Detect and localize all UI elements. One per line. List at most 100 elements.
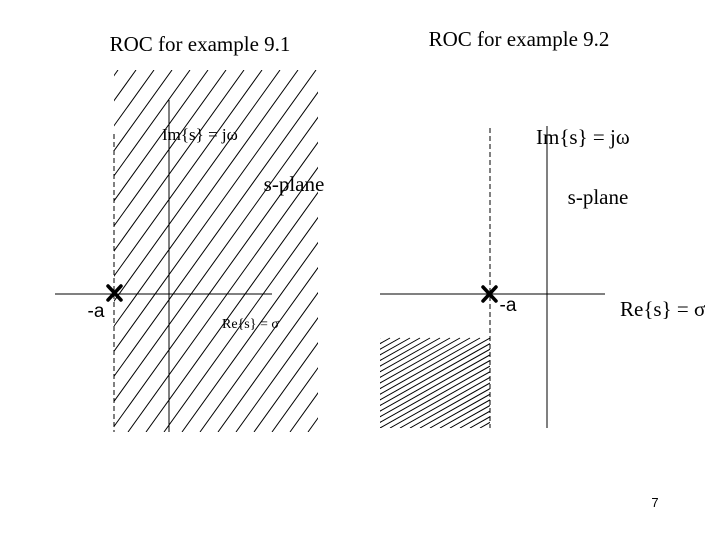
hatch-line bbox=[120, 338, 280, 428]
hatch-line bbox=[190, 338, 350, 428]
hatch-line bbox=[668, 70, 720, 432]
hatch-line bbox=[686, 70, 720, 432]
example1-pole-cross-icon bbox=[106, 284, 123, 302]
hatch-line bbox=[114, 70, 299, 328]
hatch-line bbox=[114, 70, 191, 177]
hatch-line bbox=[114, 70, 119, 77]
example1-pole-label: -a bbox=[88, 301, 105, 322]
hatch-line bbox=[307, 417, 318, 432]
hatch-line bbox=[630, 338, 720, 428]
hatch-line bbox=[0, 338, 140, 428]
hatch-line bbox=[614, 70, 720, 432]
hatch-line bbox=[550, 338, 710, 428]
hatch-line bbox=[700, 338, 720, 428]
hatch-line bbox=[489, 427, 490, 428]
hatch-line bbox=[380, 337, 441, 373]
hatch-line bbox=[380, 337, 431, 367]
hatch-line bbox=[217, 291, 318, 432]
hatch-line bbox=[380, 337, 411, 356]
hatch-line bbox=[479, 421, 490, 428]
example2-imag-axis-label: Im{s} = jω bbox=[536, 125, 630, 149]
hatch-line bbox=[632, 70, 720, 432]
hatch-line bbox=[114, 70, 281, 302]
hatch-line bbox=[20, 338, 180, 428]
hatch-line bbox=[114, 70, 209, 202]
hatch-line bbox=[210, 338, 370, 428]
hatch-line bbox=[459, 410, 490, 428]
hatch-line bbox=[380, 338, 381, 339]
hatch-line bbox=[110, 338, 270, 428]
hatch-line bbox=[560, 338, 720, 428]
hatch-line bbox=[114, 70, 173, 152]
hatch-line bbox=[500, 338, 660, 428]
hatch-line bbox=[380, 348, 490, 412]
hatch-line bbox=[181, 241, 318, 432]
hatch-line bbox=[380, 365, 490, 428]
hatch-line bbox=[660, 338, 720, 428]
hatch-line bbox=[380, 337, 490, 401]
hatch-line bbox=[570, 338, 720, 428]
hatch-line bbox=[710, 338, 720, 428]
hatch-line bbox=[670, 338, 720, 428]
hatch-line bbox=[380, 337, 461, 384]
hatch-line bbox=[380, 337, 391, 345]
hatch-line bbox=[199, 266, 318, 432]
hatch-line bbox=[0, 70, 82, 432]
hatch-line bbox=[114, 141, 318, 428]
hatch-line bbox=[690, 338, 720, 428]
hatch-line bbox=[10, 338, 170, 428]
hatch-line bbox=[163, 216, 318, 432]
hatch-line bbox=[114, 70, 317, 353]
hatch-line bbox=[80, 338, 240, 428]
page-number: 7 bbox=[651, 495, 658, 510]
hatch-line bbox=[600, 338, 720, 428]
hatch-line bbox=[30, 338, 190, 428]
hatch-line bbox=[704, 70, 720, 432]
hatch-line bbox=[253, 342, 318, 432]
hatch-line bbox=[380, 337, 481, 395]
hatch-line bbox=[620, 338, 720, 428]
hatch-line bbox=[271, 367, 318, 432]
hatch-line bbox=[114, 116, 318, 403]
example2-real-axis-label: Re{s} = σ bbox=[620, 297, 705, 321]
example1-roc-hatch bbox=[0, 70, 720, 432]
hatch-line bbox=[650, 338, 720, 428]
example1-plane-label: s-plane bbox=[264, 172, 325, 196]
hatch-line bbox=[0, 70, 64, 432]
hatch-line bbox=[399, 376, 490, 428]
hatch-line bbox=[510, 338, 670, 428]
hatch-line bbox=[530, 338, 690, 428]
hatch-line bbox=[114, 70, 227, 227]
example1-diagram: ROC for example 9.1 -a Im{s} = jω s-plan… bbox=[0, 32, 720, 432]
hatch-line bbox=[610, 338, 720, 428]
example2-plane-label: s-plane bbox=[568, 185, 629, 209]
example1-imag-axis-label: Im{s} = jω bbox=[162, 125, 238, 144]
hatch-line bbox=[540, 338, 700, 428]
hatch-line bbox=[380, 359, 490, 423]
hatch-line bbox=[127, 166, 318, 432]
hatch-line bbox=[0, 70, 100, 432]
example2-roc-hatch bbox=[0, 337, 720, 428]
example1-real-axis-label: Re{s} = σ bbox=[222, 317, 279, 332]
hatch-line bbox=[380, 337, 471, 390]
hatch-line bbox=[0, 338, 160, 428]
hatch-line bbox=[640, 338, 720, 428]
hatch-line bbox=[114, 91, 318, 378]
hatch-line bbox=[680, 338, 720, 428]
example2-diagram: ROC for example 9.2 -a Im{s} = jω s-plan… bbox=[0, 27, 720, 428]
hatch-line bbox=[0, 70, 28, 432]
hatch-line bbox=[145, 191, 318, 432]
hatch-line bbox=[409, 382, 490, 428]
hatch-line bbox=[590, 338, 720, 428]
hatch-line bbox=[200, 338, 360, 428]
hatch-line bbox=[114, 70, 245, 252]
example2-title: ROC for example 9.2 bbox=[429, 27, 610, 51]
hatch-line bbox=[0, 70, 10, 432]
hatch-line bbox=[520, 338, 680, 428]
hatch-line bbox=[439, 399, 490, 428]
hatch-line bbox=[100, 338, 260, 428]
hatch-line bbox=[0, 70, 46, 432]
example2-pole-label: -a bbox=[500, 295, 517, 316]
example1-title: ROC for example 9.1 bbox=[110, 32, 291, 56]
hatch-line bbox=[429, 393, 490, 428]
